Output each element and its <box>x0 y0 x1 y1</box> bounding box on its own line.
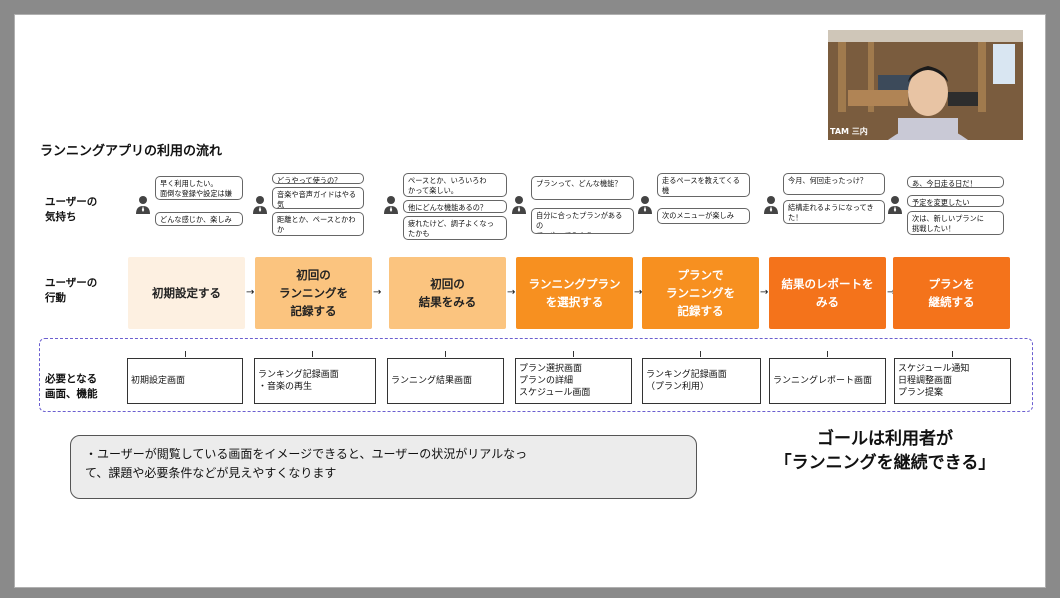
speech-bubble: 今月、何回走ったっけ？ <box>783 173 885 195</box>
callout-text: ・ユーザーが閲覧している画面をイメージできると、ユーザーの状況がリアルなっ て、… <box>85 447 528 480</box>
slide-title: ランニングアプリの利用の流れ <box>40 144 223 159</box>
screen-box: ランキング記録画面 （プラン利用） <box>642 358 761 404</box>
connector-tick <box>700 351 701 357</box>
arrow-right-icon: → <box>507 287 516 298</box>
screen-box: ランニング結果画面 <box>387 358 504 404</box>
user-avatar-icon <box>763 195 779 215</box>
action-step: 初期設定する <box>128 257 245 329</box>
webcam-overlay: TAM 三内 <box>828 30 1023 140</box>
row-label-actions: ユーザーの 行動 <box>45 277 98 304</box>
user-avatar-icon <box>511 195 527 215</box>
webcam-image <box>828 30 1023 140</box>
speech-bubble: ペースとか、いろいろわ かって楽しい。 <box>403 173 507 197</box>
user-avatar-icon <box>637 195 653 215</box>
arrow-right-icon: → <box>634 287 643 298</box>
speech-bubble: 走るペースを教えてくる機 能、いい感じ。 <box>657 173 750 197</box>
goal-statement: ゴールは利用者が 「ランニングを継続できる」 <box>774 429 996 473</box>
speech-bubble: 距離とか、ペースとかわか るのか。 <box>272 212 364 236</box>
connector-tick <box>827 351 828 357</box>
arrow-right-icon: → <box>246 287 255 298</box>
callout-note: ・ユーザーが閲覧している画面をイメージできると、ユーザーの状況がリアルなっ て、… <box>70 435 697 499</box>
speech-bubble: 次のメニューが楽しみ <box>657 208 750 224</box>
action-step: 結果のレポートを みる <box>769 257 886 329</box>
speech-bubble: 他にどんな機能あるの？ <box>403 200 507 213</box>
row-label-screens: 必要となる 画面、機能 <box>45 373 98 400</box>
speech-bubble: 結構走れるようになってきた！ <box>783 200 885 224</box>
connector-tick <box>952 351 953 357</box>
connector-tick <box>445 351 446 357</box>
user-avatar-icon <box>887 195 903 215</box>
screens-container <box>39 338 1033 412</box>
row-label-feelings: ユーザーの 気持ち <box>45 196 98 223</box>
speech-bubble: 次は、新しいプランに 挑戦したい！ <box>907 211 1004 235</box>
webcam-name-tag: TAM 三内 <box>830 127 868 136</box>
speech-bubble: どうやって使うの？ <box>272 173 364 184</box>
user-avatar-icon <box>252 195 268 215</box>
connector-tick <box>573 351 574 357</box>
speech-bubble: 自分に合ったプランがあるの で、やってみよう <box>531 208 634 234</box>
speech-bubble: 予定を変更したい <box>907 195 1004 207</box>
screen-box: ランニングレポート画面 <box>769 358 886 404</box>
action-step: プランを 継続する <box>893 257 1010 329</box>
action-step: 初回の 結果をみる <box>389 257 506 329</box>
speech-bubble: どんな感じか、楽しみ <box>155 212 243 226</box>
user-avatar-icon <box>135 195 151 215</box>
action-step: 初回の ランニングを 記録する <box>255 257 372 329</box>
speech-bubble: 早く利用したい。 面倒な登録や設定は嫌 <box>155 176 243 200</box>
connector-tick <box>312 351 313 357</box>
screen-box: スケジュール通知 日程調整画面 プラン提案 <box>894 358 1011 404</box>
presentation-slide: ランニングアプリの利用の流れ ユーザーの 気持ち ユーザーの 行動 必要となる … <box>14 14 1046 588</box>
screen-box: 初期設定画面 <box>127 358 243 404</box>
speech-bubble: 音楽や音声ガイドはやる気 でる感じする <box>272 187 364 209</box>
arrow-right-icon: → <box>373 287 382 298</box>
speech-bubble: プランって、どんな機能？ <box>531 176 634 200</box>
speech-bubble: 疲れたけど、調子よくなっ たかも <box>403 216 507 240</box>
arrow-right-icon: → <box>760 287 769 298</box>
action-step: プランで ランニングを 記録する <box>642 257 759 329</box>
arrow-right-icon: → <box>887 287 896 298</box>
user-avatar-icon <box>383 195 399 215</box>
connector-tick <box>185 351 186 357</box>
speech-bubble: あ、今日走る日だ！ <box>907 176 1004 188</box>
action-step: ランニングプラン を選択する <box>516 257 633 329</box>
screen-box: プラン選択画面 プランの詳細 スケジュール画面 <box>515 358 632 404</box>
screen-box: ランキング記録画面 ・音楽の再生 <box>254 358 376 404</box>
